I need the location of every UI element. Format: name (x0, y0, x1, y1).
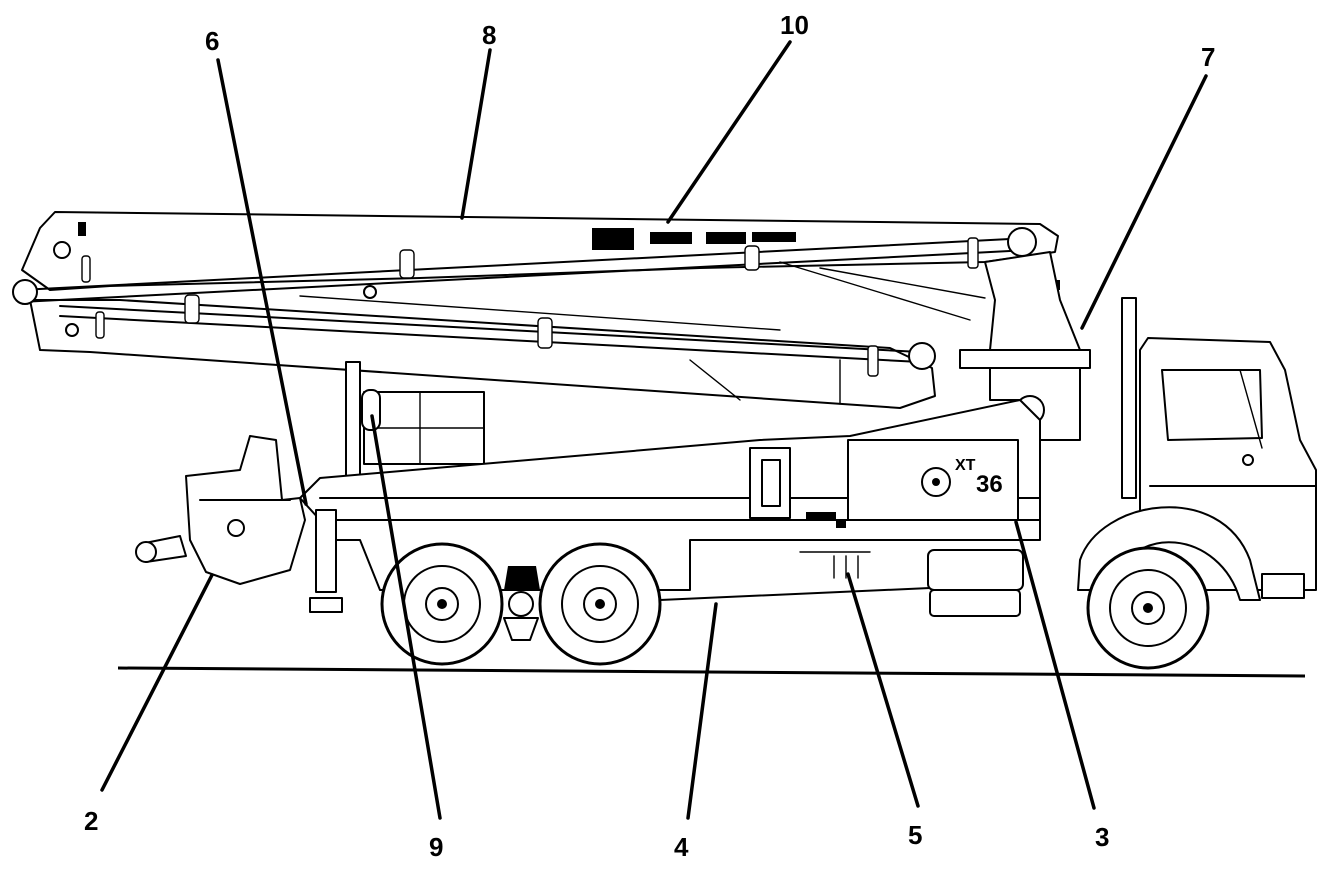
wheels (380, 542, 1210, 670)
front-wheel (1086, 546, 1210, 670)
svg-text:2: 2 (84, 806, 98, 836)
svg-text:3: 3 (1095, 822, 1109, 852)
rear-wheel-1 (380, 542, 504, 666)
callout-5: 5 (846, 572, 922, 850)
callout-9: 9 (370, 414, 443, 862)
pump-body: XT 36 (299, 361, 1041, 617)
svg-text:7: 7 (1201, 42, 1215, 72)
svg-text:10: 10 (780, 10, 809, 40)
model-prefix: XT (955, 457, 976, 474)
truck-cab (1077, 297, 1317, 601)
callout-10: 10 (666, 10, 809, 224)
boom-assembly (12, 211, 1060, 409)
svg-text:5: 5 (908, 820, 922, 850)
svg-text:4: 4 (674, 832, 689, 862)
hopper (135, 435, 343, 613)
turret (959, 251, 1091, 491)
callout-4: 4 (674, 602, 718, 862)
callout-7: 7 (1080, 42, 1215, 330)
callout-2: 2 (84, 573, 214, 836)
svg-text:8: 8 (482, 20, 496, 50)
callout-6: 6 (205, 26, 308, 506)
svg-text:9: 9 (429, 832, 443, 862)
svg-text:6: 6 (205, 26, 219, 56)
ground-line (117, 666, 1306, 678)
callout-3: 3 (1014, 520, 1109, 852)
model-number: 36 (976, 471, 1003, 498)
callouts: 2 3 4 5 6 7 8 9 (84, 10, 1215, 862)
rear-wheel-2 (538, 542, 662, 666)
callout-8: 8 (460, 20, 496, 220)
